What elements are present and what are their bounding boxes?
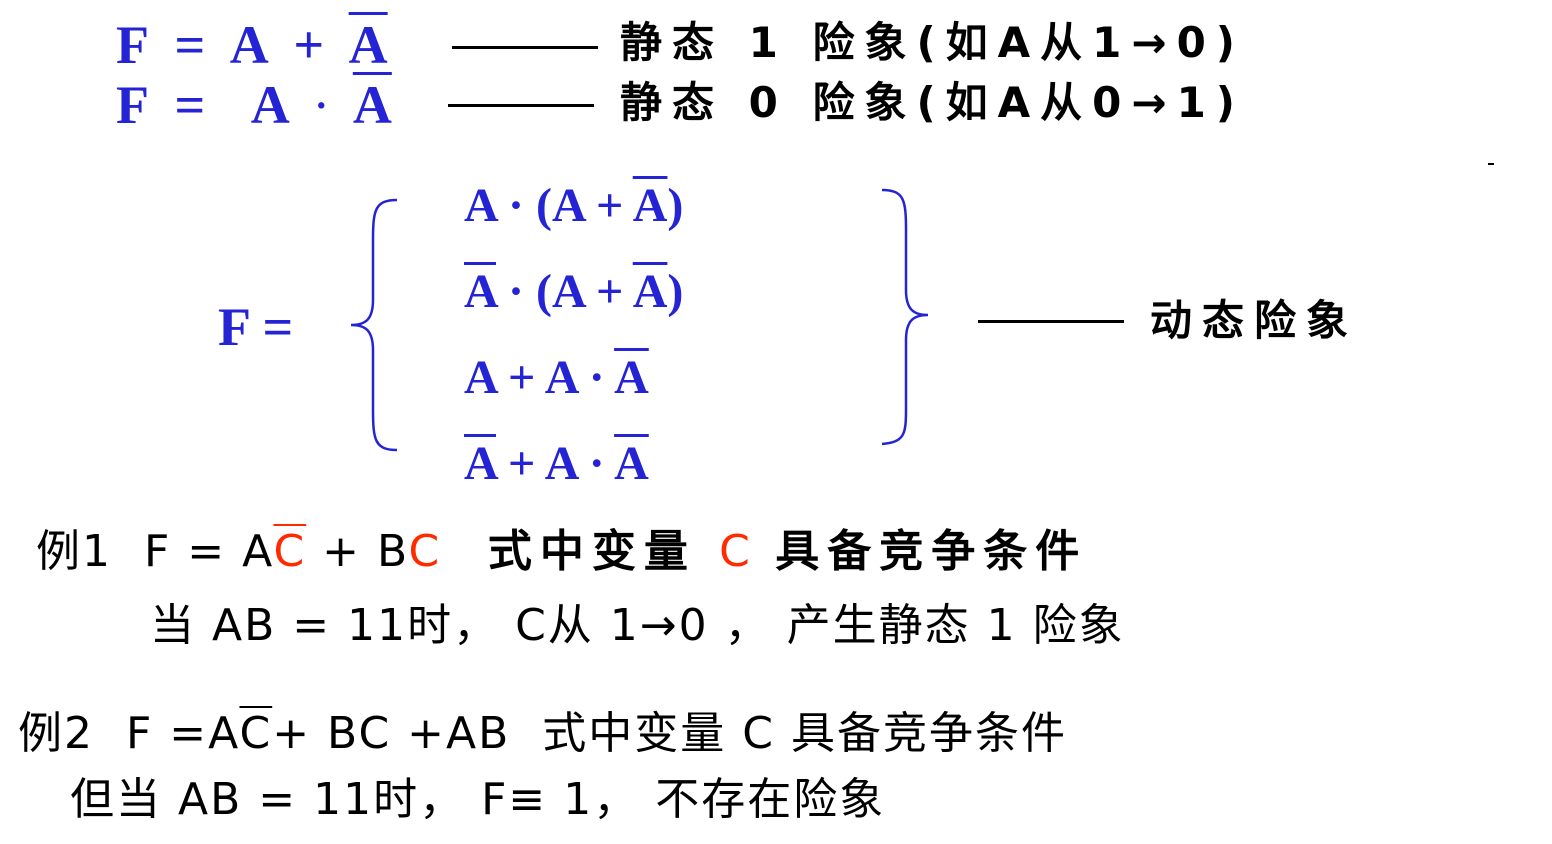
case3-part1: A + A ·: [464, 351, 615, 404]
case4-abar0: A: [464, 437, 497, 490]
case2-part1: · (A +: [496, 265, 633, 318]
ex1-suffix: 具备竞争条件: [751, 526, 1088, 577]
case2-abar: A: [632, 265, 668, 318]
dynamic-case-4: A + A · A: [464, 440, 649, 488]
dynamic-case-2: A · (A + A): [464, 268, 683, 316]
right-brace: [881, 188, 929, 446]
static0-abar: A: [352, 75, 392, 135]
case4-part1: + A ·: [496, 437, 615, 490]
example1-line1: 例1 F = AC + BC 式中变量 C 具备竞争条件: [36, 530, 1087, 574]
ex2-prefix: 例2 F =A: [18, 708, 240, 759]
case1-part1: A · (A +: [464, 179, 633, 232]
left-brace: [350, 198, 398, 452]
ex1-c-red: C: [408, 526, 442, 577]
ex1-var: C: [719, 526, 752, 577]
static0-eq: =: [174, 75, 206, 135]
stray-mark: [1488, 163, 1494, 165]
ex2-suffix: + BC +AB 式中变量 C 具备竞争条件: [272, 708, 1067, 759]
static1-dash: [452, 46, 598, 49]
ex1-cbar: C: [273, 526, 307, 577]
dynamic-dash: [978, 320, 1124, 323]
static0-dash: [448, 104, 594, 107]
case2-part2: ): [667, 265, 684, 318]
static1-a: A: [229, 15, 266, 75]
static1-eq: =: [174, 15, 206, 75]
ex1-text: 式中变量: [441, 526, 720, 577]
static1-lhs: F: [116, 15, 147, 75]
case4-abar: A: [614, 437, 649, 490]
static1-expression: F = A + A: [116, 18, 388, 72]
case2-abar0: A: [464, 265, 497, 318]
dynamic-case-1: A · (A + A): [464, 182, 683, 230]
dynamic-lhs: F =: [218, 297, 294, 357]
static0-op: ·: [312, 75, 331, 135]
case1-part2: ): [667, 179, 684, 232]
case3-abar: A: [614, 351, 649, 404]
example1-line2: 当 AB = 11时， C从 1→0 ， 产生静态 1 险象: [150, 600, 1125, 651]
static0-expression: F = A · A: [116, 78, 392, 132]
example2-line2: 但当 AB = 11时， F≡ 1， 不存在险象: [70, 774, 886, 825]
ex1-prefix: 例1 F = A: [36, 526, 274, 577]
static0-lhs: F: [116, 75, 147, 135]
static1-label: 静态 1 险象(如A从1→0): [620, 18, 1246, 67]
example2-line1: 例2 F =AC+ BC +AB 式中变量 C 具备竞争条件: [18, 712, 1067, 756]
dynamic-case-3: A + A · A: [464, 354, 649, 402]
static0-a: A: [250, 75, 287, 135]
static1-op: +: [293, 15, 325, 75]
ex1-mid: + B: [306, 526, 409, 577]
static1-abar: A: [348, 15, 388, 75]
static0-label: 静态 0 险象(如A从0→1): [620, 78, 1246, 127]
dynamic-label: 动态险象: [1150, 296, 1359, 345]
case1-abar: A: [632, 179, 668, 232]
ex2-cbar: C: [239, 708, 273, 759]
